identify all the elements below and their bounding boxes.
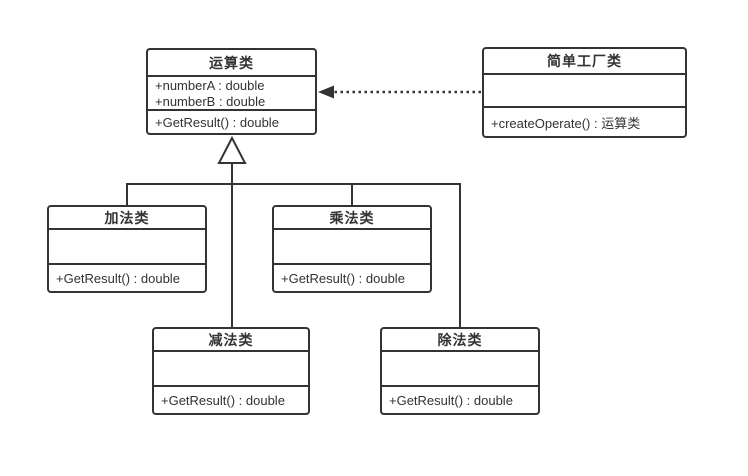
class-box-factory: 简单工厂类 +createOperate() : 运算类 [482,47,687,138]
class-methods: +GetResult() : double [154,387,308,413]
class-attributes [484,75,685,108]
method: +GetResult() : double [161,392,285,408]
attribute: +numberB : double [155,94,266,109]
inheritance-triangle-icon [217,135,247,164]
method: +createOperate() : 运算类 [491,115,641,131]
class-box-add: 加法类 +GetResult() : double [47,205,207,293]
method: +GetResult() : double [155,114,279,130]
class-attributes [382,352,538,387]
class-title: 乘法类 [274,207,430,230]
class-title: 运算类 [148,50,315,77]
class-attributes [274,230,430,265]
class-attributes: +numberA : double +numberB : double [148,77,315,111]
class-box-multiply: 乘法类 +GetResult() : double [272,205,432,293]
class-methods: +GetResult() : double [274,265,430,291]
method: +GetResult() : double [56,270,180,286]
class-methods: +createOperate() : 运算类 [484,108,685,136]
class-box-operation: 运算类 +numberA : double +numberB : double … [146,48,317,135]
method: +GetResult() : double [389,392,513,408]
class-title: 减法类 [154,329,308,352]
class-box-subtract: 减法类 +GetResult() : double [152,327,310,415]
class-attributes [49,230,205,265]
attribute: +numberA : double [155,78,265,93]
class-methods: +GetResult() : double [382,387,538,413]
class-methods: +GetResult() : double [49,265,205,291]
class-title: 简单工厂类 [484,49,685,75]
class-box-divide: 除法类 +GetResult() : double [380,327,540,415]
class-title: 加法类 [49,207,205,230]
class-title: 除法类 [382,329,538,352]
class-attributes [154,352,308,387]
method: +GetResult() : double [281,270,405,286]
dependency-arrowhead-icon [318,85,334,99]
class-methods: +GetResult() : double [148,111,315,133]
